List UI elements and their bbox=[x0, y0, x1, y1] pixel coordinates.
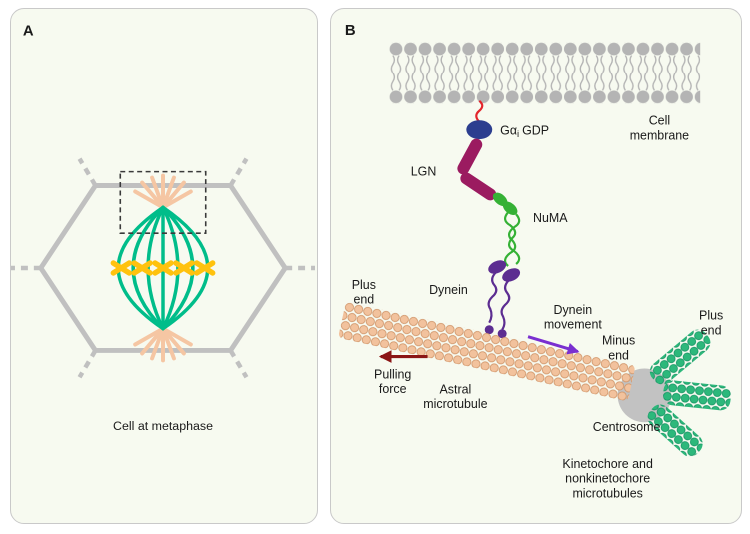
kinetochore-bundle bbox=[647, 404, 703, 457]
label-lgn: LGN bbox=[411, 164, 437, 178]
lipid-anchor-linker bbox=[475, 99, 484, 123]
dynein-stalk bbox=[487, 271, 498, 324]
neighbor-stub bbox=[228, 349, 249, 379]
kinetochore-bundle bbox=[663, 380, 731, 411]
panel-b-letter: B bbox=[345, 22, 356, 39]
label-dynein: Dynein bbox=[429, 283, 468, 297]
neighbor-stub bbox=[228, 157, 249, 187]
numa-coil-strand bbox=[504, 211, 521, 265]
astral-rays-top bbox=[133, 173, 193, 210]
panel-a-canvas: A bbox=[11, 24, 316, 433]
spindle-fiber bbox=[146, 205, 165, 331]
gai-gdp-protein bbox=[466, 120, 493, 140]
chromosome bbox=[131, 260, 153, 276]
numa-coil-strand bbox=[504, 213, 521, 267]
spindle-fiber bbox=[131, 205, 165, 331]
astral-ray bbox=[161, 326, 193, 347]
astral-rays-bottom bbox=[133, 326, 193, 363]
dynein-globule bbox=[488, 260, 507, 274]
panel-a-caption: Cell at metaphase bbox=[113, 419, 213, 433]
numa-protein bbox=[492, 192, 521, 267]
panel-a: A bbox=[10, 8, 318, 524]
spindle-fiber bbox=[161, 205, 195, 331]
dynein-complex bbox=[484, 260, 521, 339]
astral-microtubule-tube bbox=[338, 302, 635, 401]
panel-a-letter: A bbox=[23, 24, 34, 40]
chromosome bbox=[152, 260, 174, 276]
chromosomes bbox=[110, 260, 216, 276]
lgn-protein bbox=[457, 138, 497, 201]
lgn-rod bbox=[460, 172, 497, 201]
lgn-rod bbox=[457, 138, 483, 175]
dynein-globule bbox=[502, 268, 521, 282]
label-numa: NuMA bbox=[533, 211, 568, 225]
neighbor-stub bbox=[77, 157, 98, 187]
dynein-movement-arrow bbox=[527, 335, 580, 355]
cell-outline-hexagon bbox=[38, 183, 288, 353]
chromosome bbox=[194, 260, 216, 276]
inset-dashed-box bbox=[119, 170, 207, 235]
astral-microtubule-lattice bbox=[338, 302, 635, 401]
kinetochore-microtubules bbox=[647, 329, 731, 457]
chromosome bbox=[110, 260, 132, 276]
cell-membrane-bilayer bbox=[388, 42, 701, 104]
dynein-stalk bbox=[500, 279, 511, 331]
neighbor-stub bbox=[77, 349, 98, 379]
chromosome bbox=[173, 260, 195, 276]
kinetochore-bundle bbox=[649, 329, 711, 385]
membrane-top-leaflet bbox=[388, 42, 701, 73]
spindle-fiber bbox=[161, 205, 180, 331]
numa-globule bbox=[502, 201, 518, 216]
membrane-bottom-leaflet bbox=[388, 72, 701, 104]
dynein-foot bbox=[484, 325, 494, 335]
label-centrosome: Centrosome bbox=[593, 420, 661, 434]
astral-ray bbox=[161, 189, 193, 210]
neighbor-cell-stubs bbox=[11, 157, 316, 379]
